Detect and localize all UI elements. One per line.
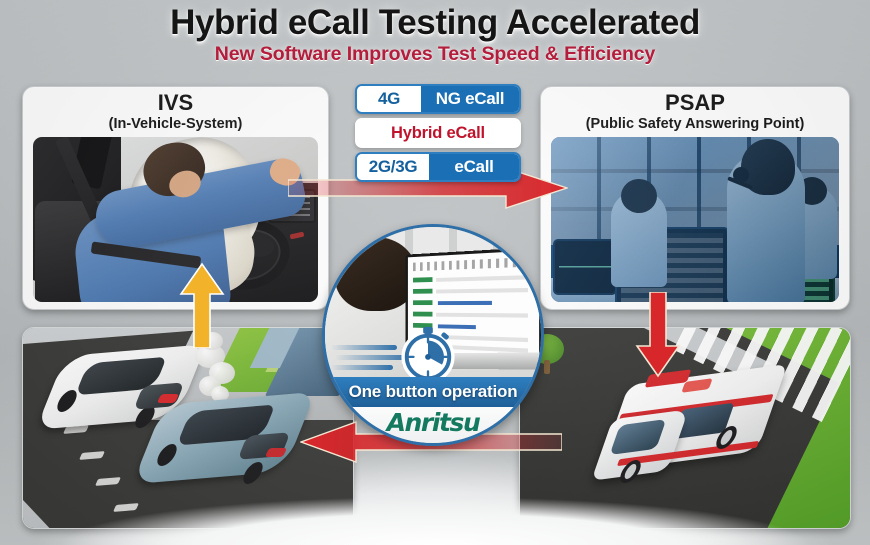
badge-legacy-ecall-tech: 2G/3G: [357, 154, 429, 180]
badge-ng-ecall: 4G NG eCall: [355, 84, 521, 114]
page-subtitle: New Software Improves Test Speed & Effic…: [214, 42, 656, 65]
panel-psap-header: PSAP (Public Safety Answering Point): [541, 87, 849, 133]
video-wall: [551, 137, 839, 245]
panel-psap: PSAP (Public Safety Answering Point): [540, 86, 850, 310]
psap-photo: [551, 137, 839, 302]
car-blue: [132, 391, 316, 485]
monitor-green: [743, 237, 833, 302]
one-button-operation-label: One button operation: [348, 382, 518, 401]
operator-foreground: [727, 153, 805, 302]
page-title: Hybrid eCall Testing Accelerated: [170, 3, 700, 42]
badge-ng-ecall-tech: 4G: [357, 86, 421, 112]
badge-legacy-ecall: 2G/3G eCall: [355, 152, 521, 182]
badge-hybrid-ecall-label: Hybrid eCall: [391, 123, 485, 142]
operator-foreground-head: [741, 139, 795, 195]
operator-background-head: [621, 179, 657, 213]
monitor-waveform: [555, 241, 615, 293]
panel-ivs-title: IVS: [157, 90, 194, 115]
center-solution-badge: One button operation Anritsu: [322, 224, 544, 446]
anritsu-logo-text: Anritsu: [386, 408, 481, 437]
speed-lines: [331, 339, 451, 381]
header: Hybrid eCall Testing Accelerated New Sof…: [0, 4, 870, 66]
headset-mic-icon: [727, 176, 753, 190]
engineer-head: [335, 237, 417, 311]
badge-legacy-ecall-label: eCall: [429, 154, 519, 180]
arrow-psap-to-ambulance: [634, 291, 682, 378]
arrow-crash-to-ivs: [178, 262, 226, 349]
operator-right-head: [797, 177, 827, 205]
panel-ivs-subtitle: (In-Vehicle-System): [108, 116, 243, 132]
panel-psap-title: PSAP: [665, 90, 725, 115]
operator-desk: [551, 278, 839, 302]
operator-background: [611, 191, 667, 287]
ambulance: [591, 363, 788, 494]
badge-ng-ecall-label: NG eCall: [421, 86, 519, 112]
stopwatch-icon: [399, 325, 457, 384]
headset-earpiece-icon: [733, 167, 749, 183]
panel-ivs-header: IVS (In-Vehicle-System): [23, 87, 328, 133]
badge-hybrid-ecall: Hybrid eCall: [355, 118, 521, 148]
one-button-operation-ribbon: One button operation: [325, 377, 541, 407]
floor-glow: [0, 483, 870, 545]
anritsu-logo: Anritsu: [325, 407, 541, 443]
ecall-badge-group: 4G NG eCall Hybrid eCall 2G/3G eCall: [355, 84, 521, 186]
ivs-photo: [33, 137, 318, 302]
panel-ivs: IVS (In-Vehicle-System): [22, 86, 329, 310]
panel-psap-subtitle: (Public Safety Answering Point): [585, 116, 805, 132]
operator-right: [787, 187, 837, 279]
